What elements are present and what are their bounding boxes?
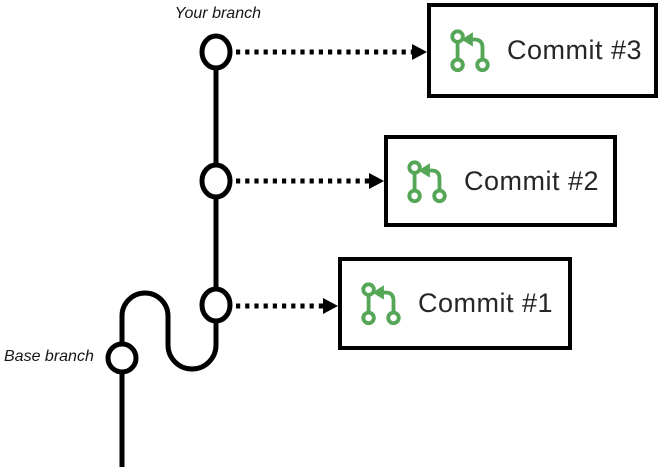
commit-node-2: [199, 162, 233, 200]
commit-box-2: Commit #2: [384, 135, 617, 227]
dotted-arrow-commit-3: [236, 44, 427, 60]
commit-node-1: [199, 286, 233, 324]
base-branch-node: [105, 341, 139, 375]
commit-box-3: Commit #3: [427, 3, 658, 98]
dotted-arrow-commit-1: [236, 298, 338, 314]
commit-node-3: [199, 33, 233, 71]
your-branch-label: Your branch: [174, 5, 261, 22]
arrow-head-icon: [369, 173, 384, 189]
git-pull-request-arrow-icon: [407, 159, 447, 203]
base-branch-label: Base branch: [4, 348, 94, 365]
dotted-arrow-commit-2: [236, 173, 384, 189]
arrow-head-icon: [323, 298, 338, 314]
commit-label: Commit #2: [464, 165, 600, 196]
commit-label: Commit #1: [418, 288, 554, 318]
commit-box-1: Commit #1: [338, 257, 572, 350]
git-pull-request-arrow-icon: [450, 29, 490, 73]
your-branch-line: [119, 52, 219, 372]
arrow-head-icon: [412, 44, 427, 60]
commit-label: Commit #3: [507, 35, 643, 65]
git-pull-request-arrow-icon: [361, 282, 401, 326]
